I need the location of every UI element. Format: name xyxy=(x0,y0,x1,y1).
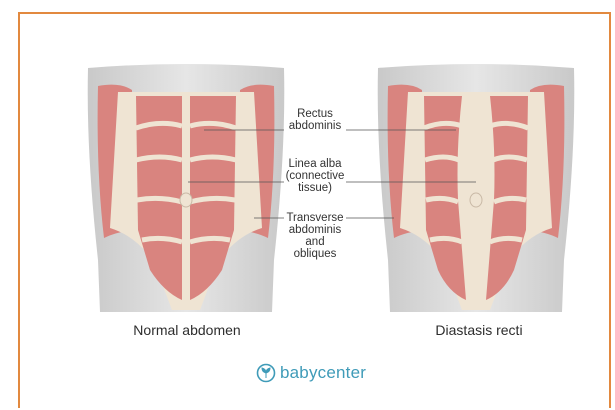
logo-text: babycenter xyxy=(280,363,366,383)
transverse-abdominis-label: Transverse abdominis and obliques xyxy=(280,212,350,260)
normal-abdomen-caption: Normal abdomen xyxy=(112,322,262,338)
normal-abdomen-figure xyxy=(88,64,285,312)
leaf-sprout-icon xyxy=(256,363,276,383)
rectus-abdominis-label: Rectus abdominis xyxy=(284,108,346,132)
babycenter-logo: babycenter xyxy=(256,363,366,383)
diastasis-recti-caption: Diastasis recti xyxy=(404,322,554,338)
diastasis-recti-figure xyxy=(378,64,575,312)
linea-alba-label: Linea alba (connective tissue) xyxy=(280,158,350,194)
